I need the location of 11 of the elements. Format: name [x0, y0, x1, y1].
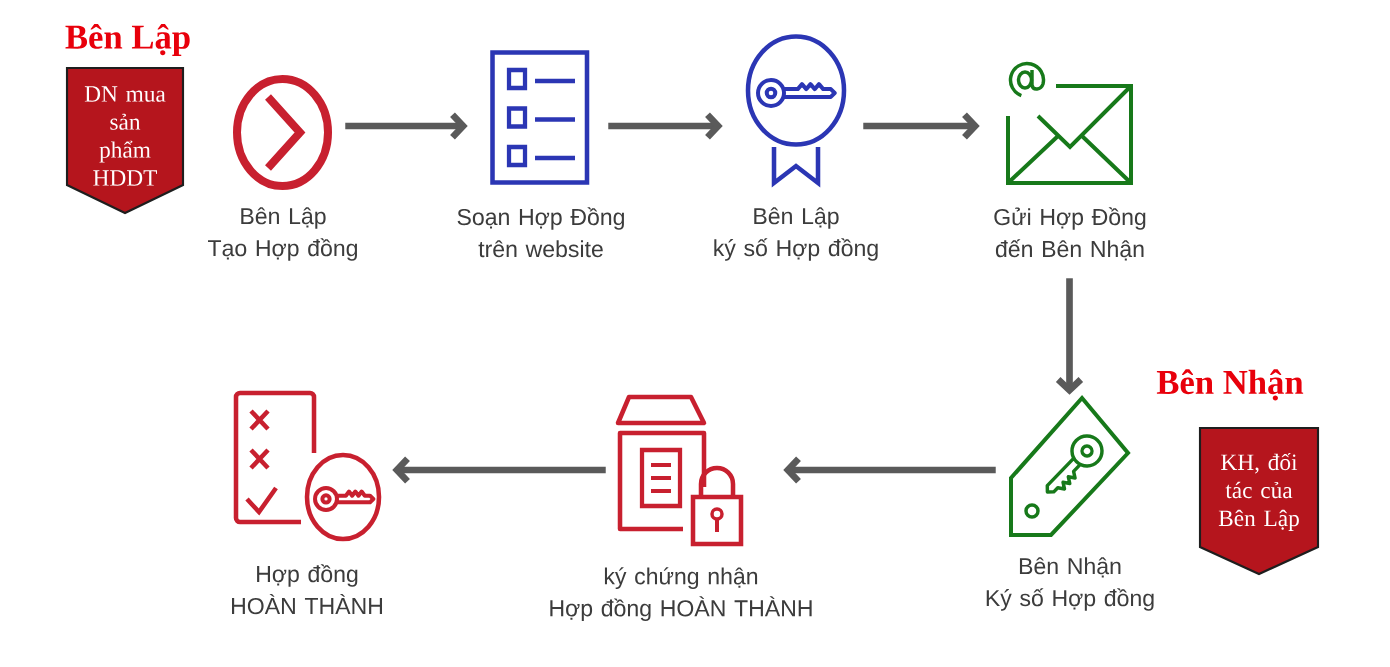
step-caption: Bên Lập Tạo Hợp đồng: [208, 207, 357, 261]
step-caption: Bên Lập ký số Hợp đồng: [714, 207, 878, 261]
step-caption: Bên Nhận Ký số Hợp đồng: [986, 557, 1154, 611]
banner: DN mua sản phẩm HDDT: [65, 66, 185, 215]
heading: Bên Nhận: [1156, 369, 1304, 401]
step-caption: Gửi Hợp Đồng đến Bên Nhận: [994, 207, 1146, 261]
step-caption: Hợp đồng HOÀN THÀNH: [232, 564, 382, 615]
step-caption: Soạn Hợp Đồng trên website: [457, 207, 624, 258]
heading: Bên Lập: [65, 24, 190, 56]
step-caption: ký chứng nhận Hợp đồng HOÀN THÀNH: [550, 567, 812, 622]
banner: KH, đối tác của Bên Lập: [1198, 426, 1320, 576]
